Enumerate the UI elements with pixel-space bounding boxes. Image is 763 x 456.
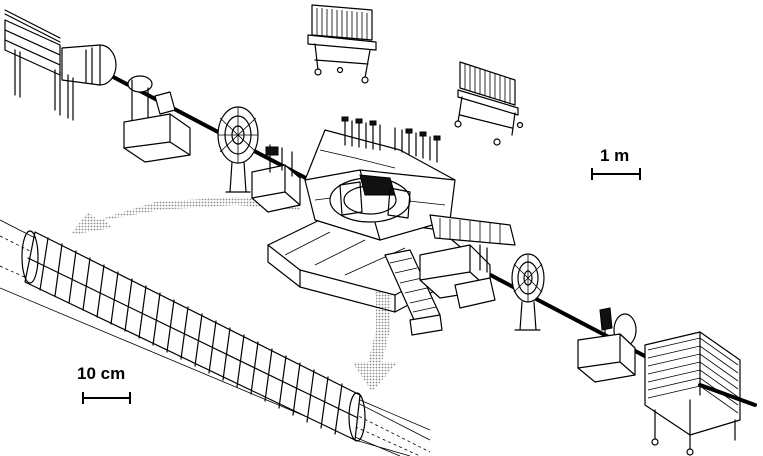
readout-module-top-left	[4, 9, 117, 121]
magnified-detector-detail	[0, 219, 431, 456]
right-stand	[577, 307, 637, 383]
left-stand	[123, 75, 191, 163]
readout-crate-top	[307, 4, 377, 84]
scale-label-10cm: 10 cm	[77, 364, 126, 383]
readout-crate-right	[454, 61, 524, 146]
scale-label-1m: 1 m	[600, 146, 630, 165]
central-detector	[267, 116, 516, 336]
scale-bar-1m	[591, 168, 641, 180]
arrow-to-detail-down	[352, 262, 398, 392]
toroid-wheel-right	[511, 253, 545, 331]
support-block-left	[251, 144, 301, 213]
readout-stack-bottom-right	[644, 331, 757, 456]
scale-bar-10cm	[82, 392, 131, 404]
toroid-wheel-left	[217, 106, 259, 193]
